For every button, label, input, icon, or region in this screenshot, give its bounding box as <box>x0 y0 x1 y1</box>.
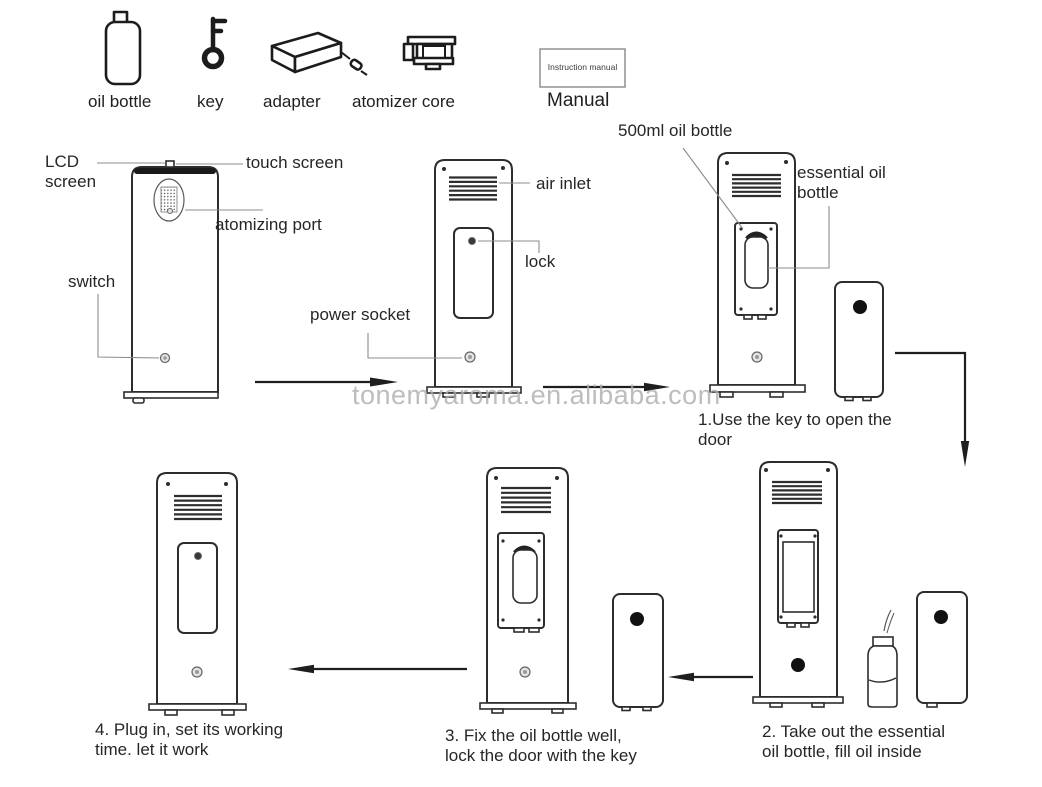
leader-lock <box>478 240 540 253</box>
arrow-step3-to-4 <box>288 664 467 674</box>
diffuser-front-view <box>123 160 219 404</box>
leader-lines <box>97 147 830 359</box>
atomizer-core-icon <box>402 35 457 71</box>
leader-essential-oil-bottle <box>768 206 830 269</box>
callout-500ml-oil-bottle: 500ml oil bottle <box>618 121 733 140</box>
arrow-to-step1 <box>543 382 670 392</box>
callout-atomizing-port: atomizing port <box>215 215 322 234</box>
oil-bottle-inside <box>744 236 769 289</box>
arrow-step1-to-2 <box>895 351 970 467</box>
arrow-step2-to-3 <box>668 672 753 682</box>
power-socket-hole <box>791 658 805 672</box>
part-label-key: key <box>197 92 224 111</box>
diffuser-open-door-empty <box>752 461 844 708</box>
callout-air-inlet: air inlet <box>536 174 591 193</box>
manual-icon <box>539 48 626 88</box>
diffuser-open-door-with-bottle <box>709 152 806 398</box>
oil-level-line <box>868 677 897 683</box>
callout-touch-screen: touch screen <box>246 153 344 172</box>
door-panel-3 <box>916 591 968 708</box>
callout-switch: switch <box>68 272 116 291</box>
diffuser-back-view-locked <box>148 472 247 716</box>
arrow-step0-to-1 <box>255 377 398 387</box>
step-3-text: 3. Fix the oil bottle well, lock the doo… <box>445 726 637 766</box>
watermark: tonemyaroma.en.alibaba.com <box>352 380 721 410</box>
door-outline <box>453 227 494 319</box>
step-1-text: 1.Use the key to open the door <box>698 410 892 450</box>
air-inlet-vents <box>449 176 497 201</box>
callout-essential-oil-bottle: essential oil bottle <box>797 163 886 203</box>
oil-bottle-icon <box>104 10 142 86</box>
air-inlet-vents <box>772 480 822 505</box>
part-label-oil-bottle: oil bottle <box>88 92 152 111</box>
adapter-icon <box>270 31 368 76</box>
step-4-text: 4. Plug in, set its working time. let it… <box>95 720 284 760</box>
lock-hole <box>467 236 476 245</box>
air-inlet-vents <box>174 494 222 521</box>
leader-500ml-bottle <box>682 147 744 230</box>
leader-power-socket <box>367 333 462 359</box>
part-label-adapter: adapter <box>263 92 321 111</box>
part-label-manual: Manual <box>547 90 610 111</box>
manual-cover-text: Instruction manual <box>547 62 618 72</box>
key-icon <box>201 16 228 70</box>
door-panel <box>834 281 884 402</box>
diffuser-back-view <box>426 159 522 398</box>
part-label-atomizer-core: atomizer core <box>352 92 455 111</box>
refill-bottle <box>867 609 898 708</box>
leader-switch <box>97 294 160 359</box>
callout-lock: lock <box>525 252 556 271</box>
lock-hole <box>193 552 202 561</box>
diffuser-open-door-with-bottle-2 <box>479 467 577 714</box>
air-inlet-vents <box>501 486 551 514</box>
air-inlet-vents <box>732 173 781 198</box>
oil-bottle-inside <box>512 549 538 604</box>
callout-lcd-screen: LCD screen <box>45 152 97 192</box>
door-outline <box>177 542 218 634</box>
step-2-text: 2. Take out the essential oil bottle, fi… <box>762 722 946 762</box>
callout-power-socket: power socket <box>310 305 411 324</box>
door-panel-2 <box>612 593 664 712</box>
